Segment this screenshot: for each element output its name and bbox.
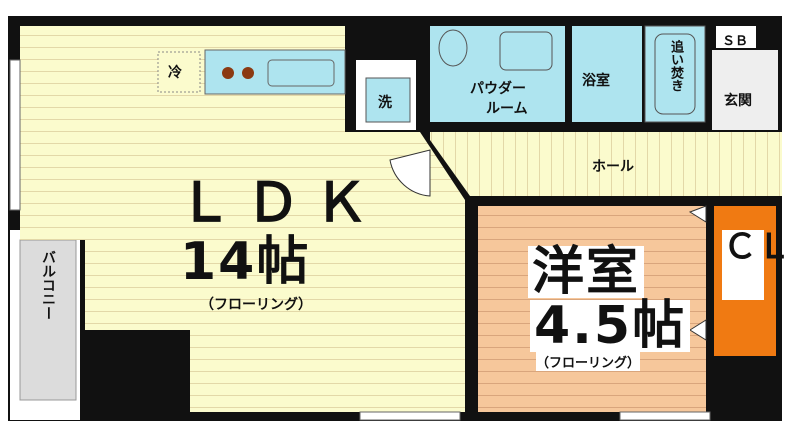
balcony-area: [19, 239, 77, 401]
bathroom-floor: [572, 26, 642, 122]
shoebox-area: [716, 26, 756, 48]
balcony-label: バルコニー: [40, 250, 56, 320]
western-name: 洋室: [528, 246, 645, 298]
western-size: 4.5帖: [530, 300, 691, 352]
fridge-label: 冷: [168, 65, 182, 81]
washer-label: 洗: [378, 95, 392, 111]
window: [359, 411, 461, 421]
hall-floor: [430, 132, 782, 196]
reheat-label: 追い焚き: [668, 40, 683, 92]
entrance-floor: [712, 50, 778, 130]
stove-burner-icon: [222, 67, 234, 79]
ldk-floor-type: （フローリング）: [200, 297, 312, 313]
entrance-label: 玄関: [724, 93, 752, 109]
toilet-icon: [438, 29, 468, 67]
stove-burner-icon: [242, 67, 254, 79]
shoebox-label: ＳＢ: [722, 34, 749, 49]
ldk-size: 14帖: [180, 232, 311, 292]
hall-label: ホール: [592, 159, 634, 175]
powder-room-label-2: ルーム: [486, 101, 528, 117]
western-floor-type: （フローリング）: [536, 352, 641, 371]
window: [9, 59, 21, 211]
bathroom-label: 浴室: [582, 73, 610, 89]
window: [619, 411, 711, 421]
fridge-space: [157, 51, 201, 93]
ldk-name: ＬＤＫ: [178, 171, 382, 234]
powder-room-label-1: パウダー: [470, 81, 526, 97]
door-swing: [389, 149, 431, 197]
closet-label: ＣＬ: [722, 230, 791, 300]
washer-pan: [365, 77, 411, 123]
ldk-floor: [20, 26, 465, 412]
sink-icon: [267, 59, 335, 87]
washbasin-icon: [499, 31, 553, 71]
bathtub-icon: [654, 33, 696, 115]
